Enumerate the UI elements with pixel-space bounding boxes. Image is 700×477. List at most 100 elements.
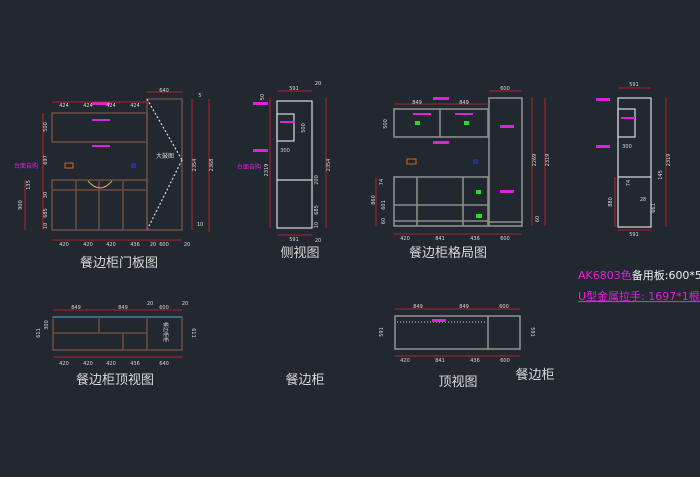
- dim: 30: [43, 192, 49, 198]
- dim: 2354: [326, 159, 332, 172]
- dim: 10: [197, 222, 203, 228]
- dim: 436: [470, 358, 480, 364]
- dim: 436: [470, 236, 480, 242]
- dim: 880: [608, 197, 614, 207]
- dim: 5: [198, 93, 201, 99]
- dim: 20: [147, 301, 153, 307]
- side-view: 591 20 50 300 500 2319 2354 200 685 10 5…: [237, 81, 332, 261]
- dim: 28: [640, 197, 646, 203]
- dim: 20: [184, 242, 190, 248]
- dim: 424: [130, 103, 140, 109]
- dim: 420: [106, 242, 116, 248]
- top-view-1: 849 849 20 600 20 420 420 420 436 640 61…: [36, 301, 196, 388]
- dim: 424: [106, 103, 116, 109]
- dim: 849: [118, 305, 128, 311]
- dim: 661: [651, 203, 657, 213]
- dim: 2319: [264, 164, 270, 177]
- dim: 2368: [209, 159, 215, 172]
- dim: 20: [182, 301, 188, 307]
- dim: 685: [43, 208, 49, 218]
- dim: 300: [622, 144, 632, 150]
- dim: 135: [26, 180, 32, 190]
- dim: 420: [59, 361, 69, 367]
- view-title: 顶视图: [438, 375, 477, 390]
- tall-cabinet: [146, 98, 183, 231]
- dim: 300: [280, 148, 290, 154]
- dim: 2319: [666, 154, 672, 167]
- dim: 591: [379, 327, 385, 337]
- view-title: 餐边柜门板图: [80, 255, 158, 271]
- dim: 640: [159, 88, 169, 94]
- dim: 601: [381, 200, 387, 210]
- dim: 600: [500, 86, 510, 92]
- dim: 600: [499, 304, 509, 310]
- dim: 2269: [532, 154, 538, 167]
- dim: 600: [500, 358, 510, 364]
- dim: 10: [43, 223, 49, 229]
- dim: 697: [43, 155, 49, 165]
- dim: 60: [535, 216, 541, 222]
- dim: 20: [315, 238, 321, 244]
- dim: 74: [379, 179, 385, 185]
- upper-cabinet: [51, 112, 148, 143]
- dim: 611: [190, 328, 196, 338]
- dim: 424: [59, 103, 69, 109]
- dim: 685: [314, 205, 320, 215]
- dim: 849: [412, 100, 422, 106]
- dim: 500: [43, 122, 49, 132]
- dim: 436: [130, 361, 140, 367]
- dim: 60: [381, 218, 387, 224]
- dim: 420: [106, 361, 116, 367]
- dim: 420: [400, 236, 410, 242]
- layout-view: 849 849 600 420 841 436 600 500 2269 231…: [371, 86, 551, 261]
- tall-cabinet-label: 餐边柜柜: [162, 322, 169, 342]
- dim: 20: [150, 242, 156, 248]
- dim: 591: [289, 237, 299, 243]
- dim: 424: [83, 103, 93, 109]
- dim: 500: [383, 119, 389, 129]
- dim: 591: [289, 86, 299, 92]
- dim: 849: [459, 100, 469, 106]
- tall-cabinet-label: 大鼓图: [156, 152, 174, 160]
- dim: 849: [413, 304, 423, 310]
- dim: 600: [159, 305, 169, 311]
- dim: 420: [83, 361, 93, 367]
- dim: 600: [159, 242, 169, 248]
- view-title: 侧视图: [280, 246, 319, 261]
- right-side-view: 591 300 145 74 28 661 880 2319 591: [596, 82, 672, 238]
- dim: 420: [83, 242, 93, 248]
- note-panel: AK6803色备用板:600*50*3块: [578, 268, 700, 282]
- dim: 20: [315, 81, 321, 87]
- note-handle: U型金属拉手: 1697*1根: [578, 289, 700, 303]
- dim: 500: [301, 123, 307, 133]
- top-view-2: 849 849 600 420 841 436 600 591 591 顶视图: [379, 304, 535, 390]
- dim: 591: [629, 232, 639, 238]
- dim: 2319: [545, 154, 551, 167]
- dim: 10: [314, 222, 320, 228]
- dim: 860: [371, 195, 377, 205]
- dim: 611: [36, 328, 42, 338]
- dim: 200: [314, 175, 320, 185]
- material-notes: AK6803色备用板:600*50*3块 U型金属拉手: 1697*1根: [578, 268, 700, 303]
- view-title: 餐边柜顶视图: [76, 372, 154, 388]
- view-title: 餐边柜格局图: [409, 245, 487, 261]
- dim: 420: [59, 242, 69, 248]
- dim: 74: [626, 180, 632, 186]
- dim: 849: [71, 305, 81, 311]
- dim: 420: [400, 358, 410, 364]
- dim: 2354: [192, 159, 198, 172]
- door-panel-view: 424 424 424 424 640 420 420 420 436 20 6…: [14, 88, 215, 271]
- dim: 145: [658, 170, 664, 180]
- cabinet-label: 餐边柜: [515, 367, 554, 383]
- dim: 849: [459, 304, 469, 310]
- dim: 841: [435, 358, 445, 364]
- callout-label: 台面自购: [237, 163, 261, 171]
- dim: 900: [18, 200, 24, 210]
- dim: 300: [44, 320, 50, 330]
- dim: 591: [529, 327, 535, 337]
- cabinet-label: 餐边柜: [285, 372, 324, 388]
- dim: 841: [435, 236, 445, 242]
- dim: 50: [260, 94, 266, 100]
- dim: 436: [130, 242, 140, 248]
